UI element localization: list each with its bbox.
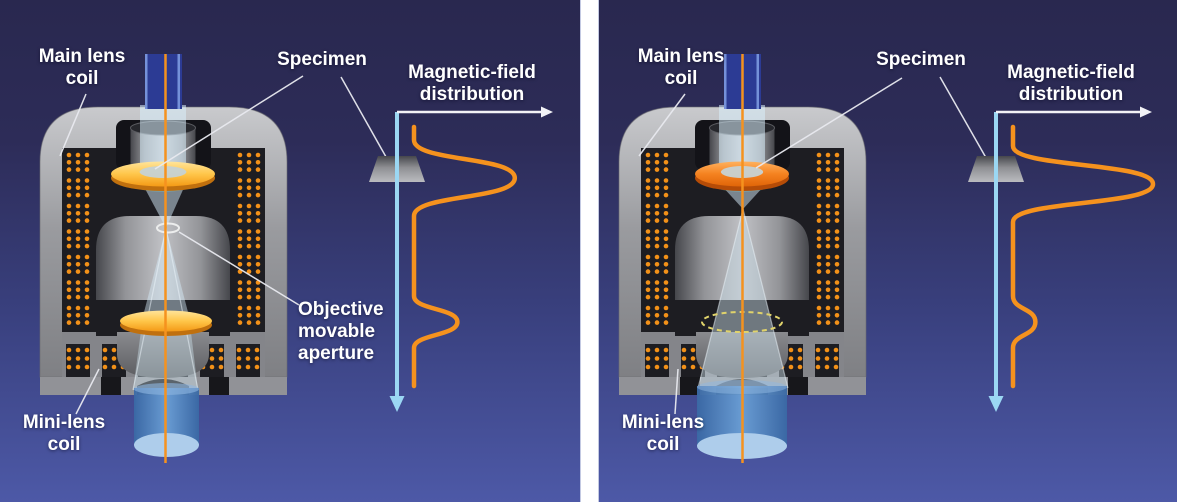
lens-diagram-right bbox=[618, 54, 1156, 463]
lens-diagram-left bbox=[39, 54, 553, 463]
arrow-right-head bbox=[1140, 106, 1152, 118]
objective-movable-aperture-ellipse bbox=[156, 222, 180, 234]
leader-lines bbox=[638, 76, 990, 415]
field-distribution-plot bbox=[968, 106, 1156, 412]
field-distribution-plot bbox=[369, 106, 553, 412]
label-main-lens-coil: Main lens coil bbox=[38, 46, 126, 89]
incoming-beam bbox=[145, 54, 182, 109]
label-specimen: Specimen bbox=[277, 49, 367, 70]
label-mini-lens-coil: Mini-lens coil bbox=[621, 412, 705, 455]
pole-piece-housing bbox=[96, 216, 230, 312]
label-specimen: Specimen bbox=[876, 49, 966, 70]
label-mini-lens-coil: Mini-lens coil bbox=[22, 412, 106, 455]
specimen-disc-gold bbox=[111, 161, 215, 192]
panel-lens-with-aperture: Main lens coil Specimen Magnetic-field d… bbox=[0, 0, 580, 502]
axis-down-arrowhead bbox=[389, 396, 405, 412]
arrow-right-head bbox=[541, 106, 553, 118]
magnetic-field-curve bbox=[1010, 124, 1156, 389]
panel-lens-without-aperture: Main lens coil Specimen Magnetic-field d… bbox=[599, 0, 1177, 502]
panel-divider bbox=[580, 0, 599, 502]
label-magnetic-field-distribution: Magnetic-field distribution bbox=[408, 62, 536, 105]
label-objective-movable-aperture: Objective movable aperture bbox=[298, 299, 384, 364]
magnetic-field-curve bbox=[411, 124, 518, 389]
label-main-lens-coil: Main lens coil bbox=[637, 46, 725, 89]
main-lens-coil-dots bbox=[645, 152, 840, 325]
label-magnetic-field-distribution: Magnetic-field distribution bbox=[1007, 62, 1135, 105]
axis-down-arrowhead bbox=[988, 396, 1004, 412]
main-lens-coil-dots bbox=[66, 152, 261, 325]
leader-lines bbox=[59, 75, 391, 415]
lower-pole-cup bbox=[117, 332, 209, 378]
